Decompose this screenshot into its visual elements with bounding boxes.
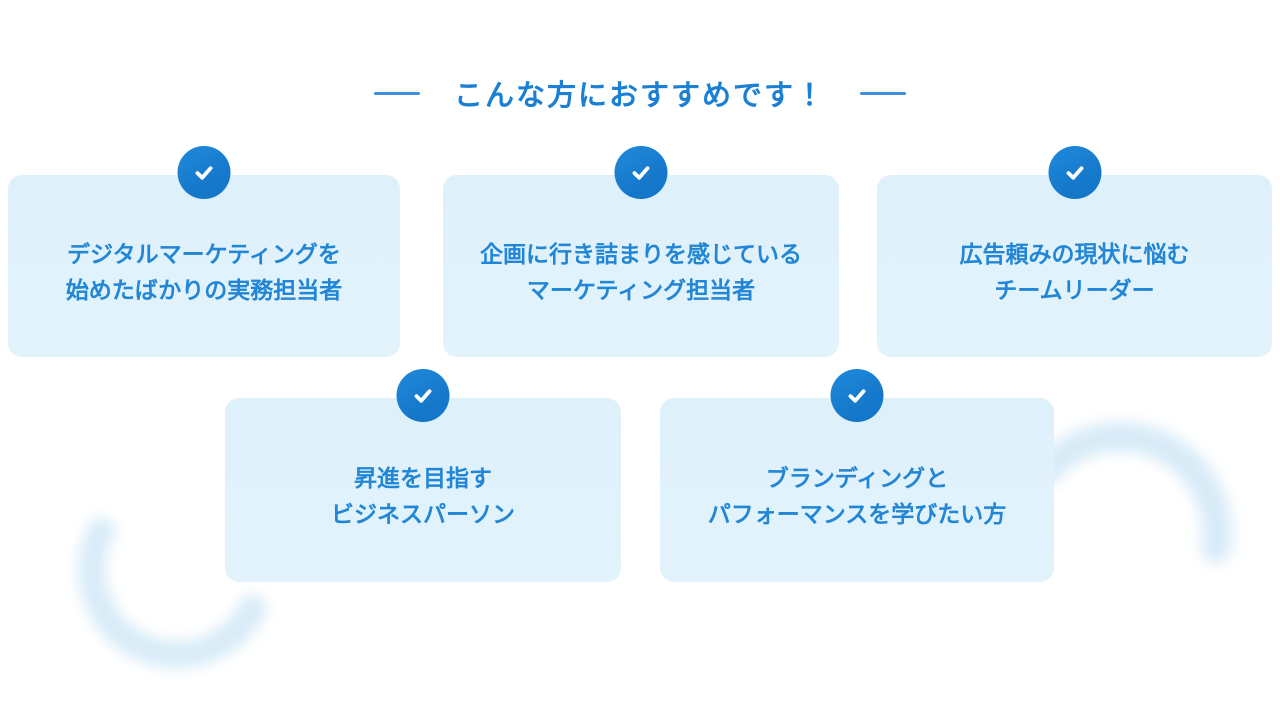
card-text-line: チームリーダー bbox=[994, 277, 1155, 303]
section-header: こんな方におすすめです！ bbox=[0, 72, 1280, 114]
card-text-line: ビジネスパーソン bbox=[331, 501, 515, 527]
card-text-line: ブランディングと bbox=[765, 465, 949, 491]
check-badge bbox=[177, 146, 231, 199]
recommendation-card-5: ブランディングと パフォーマンスを学びたい方 bbox=[660, 369, 1054, 582]
card-text-line: 昇進を目指す bbox=[354, 465, 492, 491]
checkmark-icon bbox=[632, 166, 650, 180]
checkmark-icon bbox=[848, 389, 866, 403]
title-divider-right bbox=[860, 91, 906, 95]
card-text-line: 始めたばかりの実務担当者 bbox=[65, 277, 343, 303]
recommendation-card-4: 昇進を目指す ビジネスパーソン bbox=[225, 369, 621, 582]
recommendation-card-3: 広告頼みの現状に悩む チームリーダー bbox=[877, 146, 1272, 357]
check-badge bbox=[1048, 146, 1101, 199]
check-badge bbox=[614, 146, 668, 199]
check-badge bbox=[830, 369, 884, 422]
recommendation-card-1: デジタルマーケティングを 始めたばかりの実務担当者 bbox=[8, 146, 400, 357]
decorative-arc-right bbox=[1032, 421, 1233, 563]
card-text-line: マーケティング担当者 bbox=[526, 277, 756, 303]
card-text-line: 広告頼みの現状に悩む bbox=[959, 241, 1190, 267]
checkmark-icon bbox=[1066, 166, 1083, 180]
checkmark-icon bbox=[414, 389, 432, 403]
card-text-line: パフォーマンスを学びたい方 bbox=[707, 501, 1007, 527]
section-title: こんな方におすすめです！ bbox=[453, 80, 826, 112]
card-text-line: 企画に行き詰まりを感じている bbox=[480, 241, 802, 267]
recommendation-card-2: 企画に行き詰まりを感じている マーケティング担当者 bbox=[443, 146, 839, 357]
card-text-line: デジタルマーケティングを bbox=[67, 241, 341, 267]
title-divider-left bbox=[373, 91, 420, 95]
checkmark-icon bbox=[195, 166, 213, 180]
check-badge bbox=[396, 369, 450, 422]
